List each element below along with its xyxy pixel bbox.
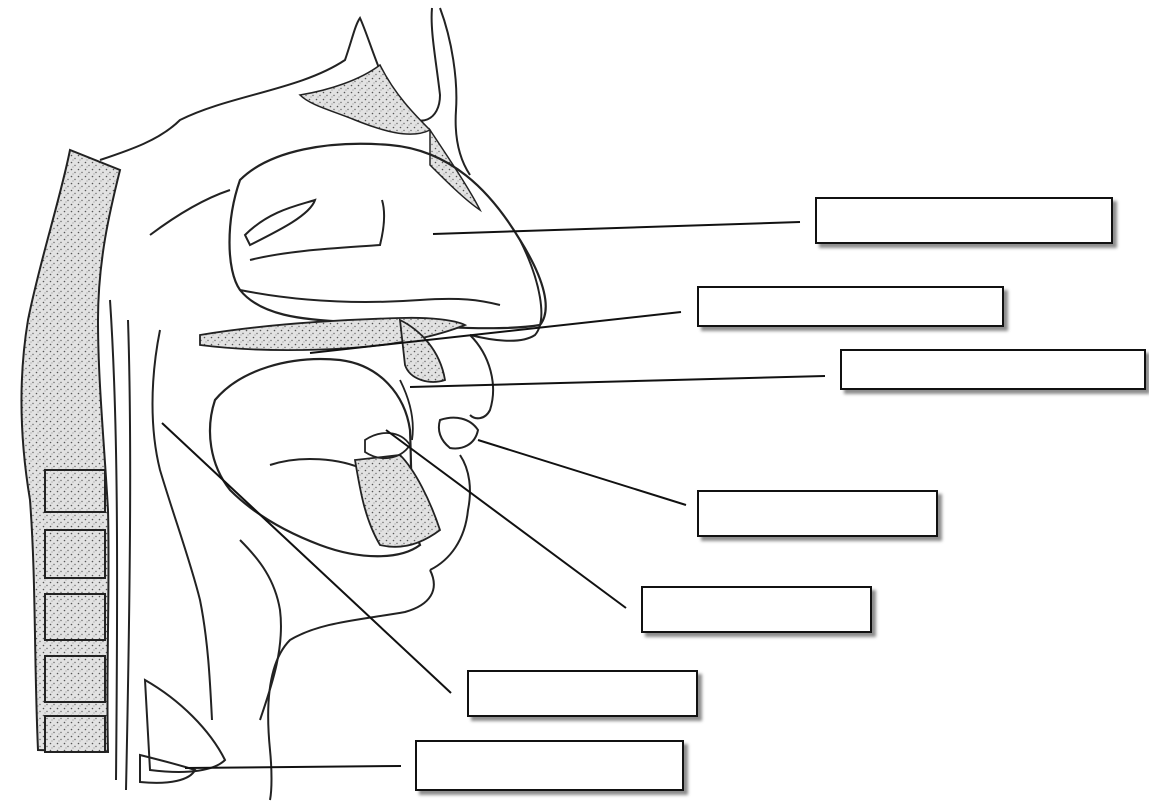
leader-line-4 [478,440,686,505]
leader-line-1 [433,222,800,234]
label-box-pharynx[interactable] [467,670,698,717]
vertebra-2 [45,530,105,578]
spine [21,150,130,790]
leader-line-3 [410,376,825,387]
vertebra-3 [45,594,105,640]
label-box-larynx[interactable] [415,740,684,791]
label-box-nasal-cavity[interactable] [815,197,1113,244]
jaw-throat [140,330,434,800]
tongue [210,359,440,556]
nasal-cavity [230,144,546,341]
label-box-lips[interactable] [697,490,938,537]
vertebra-5 [45,716,105,752]
skull-base [100,8,480,235]
label-box-tongue[interactable] [641,586,872,633]
vertebra-1 [45,470,105,512]
label-box-hard-palate[interactable] [697,286,1004,327]
label-box-teeth[interactable] [840,349,1146,390]
vertebra-4 [45,656,105,702]
